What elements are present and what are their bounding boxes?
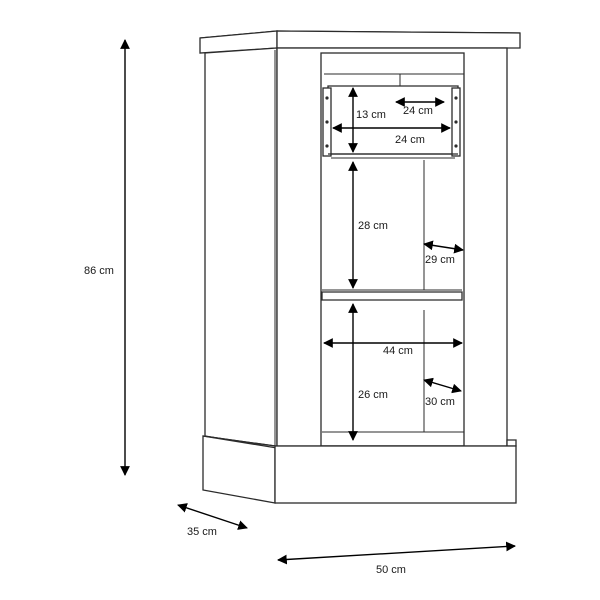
height-label: 86 cm: [84, 265, 114, 277]
lower-shelf-depth-label: 30 cm: [425, 396, 455, 408]
plinth-front: [274, 445, 517, 504]
side-panel: [204, 47, 278, 449]
upper-shelf-height-label: 28 cm: [358, 220, 388, 232]
cabinet-illustration: [199, 30, 521, 504]
depth-label: 35 cm: [187, 526, 217, 538]
width-arrow: [277, 541, 516, 565]
drawer-width-bottom-label: 24 cm: [395, 134, 425, 146]
upper-shelf-depth-arrow: [423, 240, 464, 254]
dimension-labels: 86 cm 35 cm 50 cm 13 cm 24 cm 24 cm 28 c…: [84, 105, 455, 576]
drawer: [322, 85, 461, 159]
inner-width-label: 44 cm: [383, 345, 413, 357]
drawer-height-label: 13 cm: [356, 109, 386, 121]
drawer-width-top-label: 24 cm: [403, 105, 433, 117]
dimension-lines: [120, 39, 516, 565]
width-label: 50 cm: [376, 564, 406, 576]
top-slab-front: [276, 30, 521, 49]
upper-shelf-depth-label: 29 cm: [425, 254, 455, 266]
lower-shelf-depth-arrow: [423, 377, 462, 394]
depth-arrow: [177, 503, 248, 530]
lower-shelf-height-label: 26 cm: [358, 389, 388, 401]
middle-shelf: [321, 291, 463, 301]
